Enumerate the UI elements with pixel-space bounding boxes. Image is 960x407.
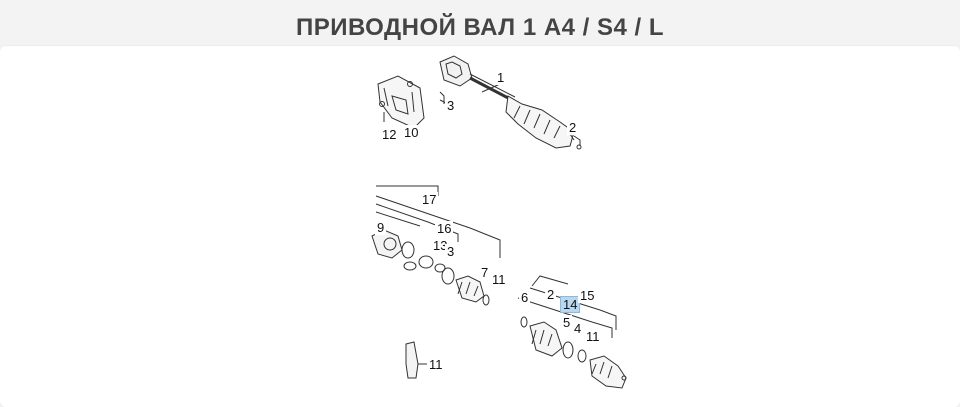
callout-11c[interactable]: 11 [427, 357, 445, 372]
callout-7[interactable]: 7 [479, 265, 491, 280]
diagram-panel [0, 46, 960, 407]
callout-9[interactable]: 9 [375, 220, 387, 235]
callout-3[interactable]: 3 [445, 98, 457, 113]
callout-14[interactable]: 14 [560, 296, 581, 313]
callout-6[interactable]: 6 [519, 290, 531, 305]
outer-joint-parts [520, 316, 627, 389]
callout-2-top[interactable]: 2 [567, 120, 579, 135]
callout-13[interactable]: 13 [431, 238, 450, 253]
callout-11b[interactable]: 11 [584, 329, 602, 344]
page-title: ПРИВОДНОЙ ВАЛ 1 A4 / S4 / L [295, 14, 665, 41]
callout-12[interactable]: 12 [380, 127, 399, 142]
callout-15[interactable]: 15 [578, 288, 597, 303]
callout-1[interactable]: 1 [495, 70, 507, 85]
inner-joint-parts [371, 229, 490, 306]
callout-16[interactable]: 16 [435, 221, 454, 236]
drive-shaft-assembly [439, 55, 582, 150]
callout-3b[interactable]: 3 [445, 244, 457, 259]
clip-part [405, 341, 428, 379]
callout-17[interactable]: 17 [420, 192, 439, 207]
callout-4[interactable]: 4 [572, 321, 584, 336]
bracket-part [377, 75, 425, 129]
callout-2b[interactable]: 2 [545, 287, 557, 302]
callout-10[interactable]: 10 [402, 125, 421, 140]
callout-5[interactable]: 5 [561, 315, 573, 330]
callout-11a[interactable]: 11 [490, 272, 508, 287]
